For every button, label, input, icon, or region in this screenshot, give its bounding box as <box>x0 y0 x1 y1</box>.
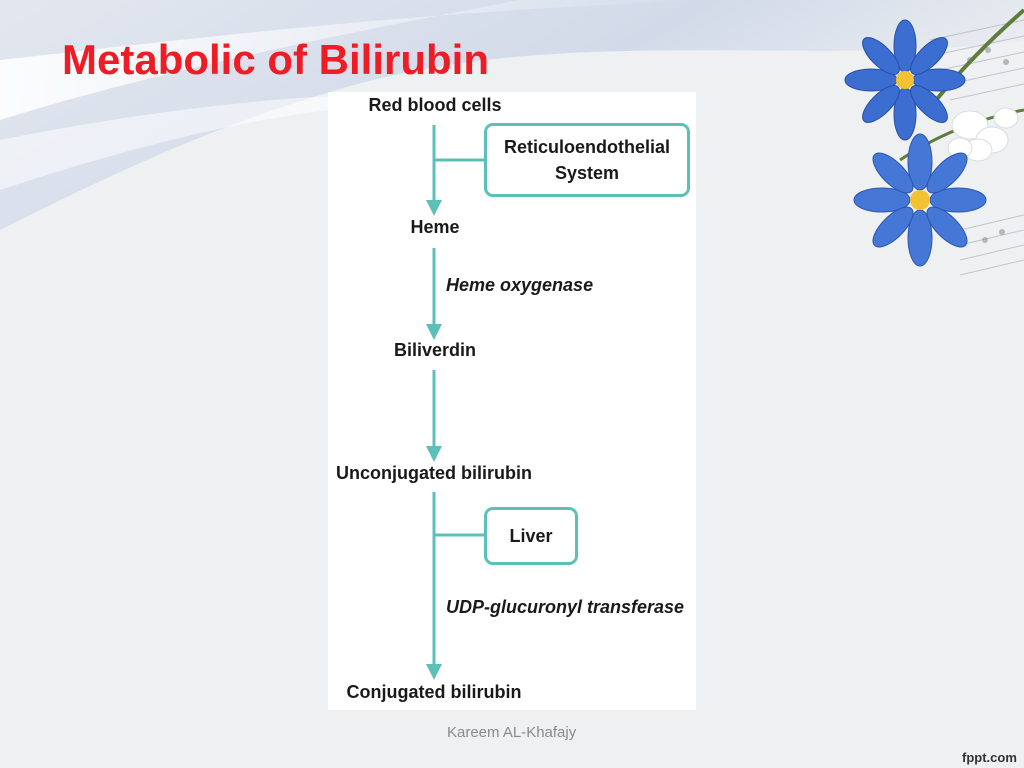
box-liver: Liver <box>484 507 578 565</box>
slide-title: Metabolic of Bilirubin <box>62 36 489 83</box>
enzyme-heme-oxygenase: Heme oxygenase <box>446 275 594 295</box>
flowers-decoration <box>844 8 1024 276</box>
node-unconjugated-bilirubin: Unconjugated bilirubin <box>336 463 532 483</box>
brand-logo-text: fppt.com <box>962 750 1017 765</box>
node-heme: Heme <box>410 217 460 237</box>
node-biliverdin: Biliverdin <box>393 340 477 360</box>
box-reticuloendothelial-system: Reticuloendothelial System <box>484 123 690 197</box>
node-red-blood-cells: Red blood cells <box>368 95 502 115</box>
flow-arrows <box>426 125 486 680</box>
bilirubin-flow-diagram: Red blood cells Reticuloendothelial Syst… <box>328 92 696 710</box>
box-res-line2: System <box>554 163 620 183</box>
box-res-line1: Reticuloendothelial <box>503 137 671 157</box>
enzyme-udp-glucuronyl-transferase: UDP-glucuronyl transferase <box>446 597 685 617</box>
node-conjugated-bilirubin: Conjugated bilirubin <box>346 682 522 702</box>
author-footer: Kareem AL-Khafajy <box>447 724 577 741</box>
